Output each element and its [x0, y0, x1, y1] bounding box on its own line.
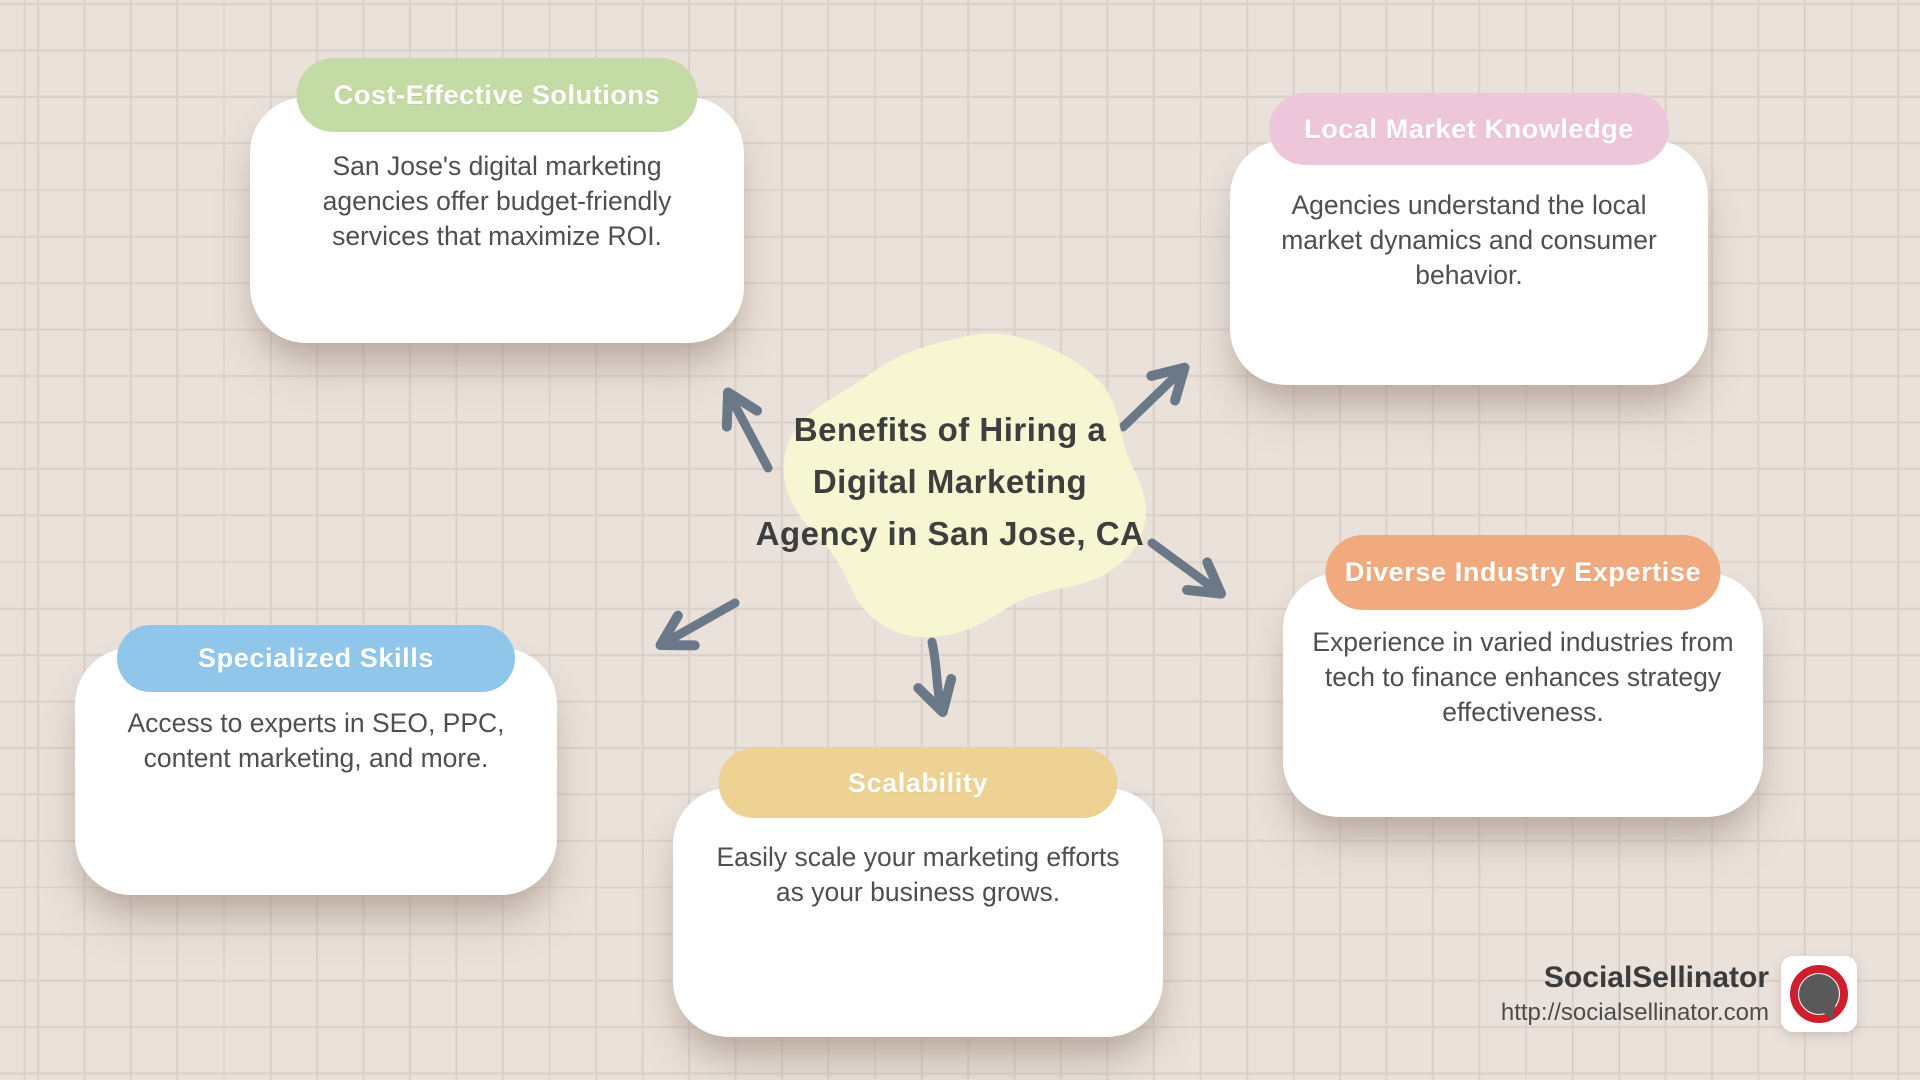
card-diverse-industry-expertise: Diverse Industry Expertise Experience in…	[1283, 535, 1763, 817]
card-description: Easily scale your marketing efforts as y…	[716, 842, 1120, 907]
brand-name: SocialSellinator	[1543, 961, 1769, 994]
speech-bubble-in-ring-icon	[1781, 956, 1857, 1032]
card-local-market-knowledge: Local Market Knowledge Agencies understa…	[1230, 93, 1708, 385]
arrow-to-scalability	[913, 637, 957, 718]
card-header-pill: Diverse Industry Expertise	[1325, 535, 1721, 610]
card-header-pill: Local Market Knowledge	[1269, 93, 1669, 165]
card-description: San Jose's digital marketing agencies of…	[322, 151, 672, 251]
card-title: Cost-Effective Solutions	[333, 79, 661, 110]
central-title-line: Agency in San Jose, CA	[755, 515, 1145, 552]
card-description: Access to experts in SEO, PPC, content m…	[127, 708, 505, 773]
card-scalability: Scalability Easily scale your marketing …	[673, 748, 1163, 1037]
brand-text: SocialSellinator http://socialsellinator…	[1501, 961, 1769, 1027]
card-description: Experience in varied industries from tec…	[1312, 627, 1734, 727]
card-header-pill: Cost-Effective Solutions	[296, 58, 698, 132]
logo-ring	[1790, 965, 1848, 1023]
card-specialized-skills: Specialized Skills Access to experts in …	[75, 625, 557, 895]
logo-bubble-tail	[1822, 1006, 1835, 1020]
branding-block: SocialSellinator http://socialsellinator…	[1501, 956, 1857, 1032]
brand-url: http://socialsellinator.com	[1500, 999, 1769, 1026]
card-title: Local Market Knowledge	[1304, 113, 1634, 144]
card-title: Diverse Industry Expertise	[1344, 557, 1702, 587]
card-header-pill: Scalability	[718, 748, 1118, 818]
blob-shape	[783, 333, 1146, 638]
central-title-line: Digital Marketing	[812, 463, 1088, 500]
card-description: Agencies understand the local market dyn…	[1281, 190, 1657, 290]
card-title: Scalability	[847, 767, 989, 798]
arrow-to-diverse-industry	[1147, 538, 1227, 599]
central-topic-node: Benefits of Hiring a Digital Marketing A…	[756, 332, 1154, 648]
card-cost-effective-solutions: Cost-Effective Solutions San Jose's digi…	[250, 58, 744, 343]
arrow-to-specialized-skills	[655, 598, 740, 651]
card-header-pill: Specialized Skills	[117, 625, 515, 692]
logo-bubble	[1799, 974, 1839, 1020]
central-title-line: Benefits of Hiring a	[793, 411, 1107, 448]
central-topic-title: Benefits of Hiring a Digital Marketing A…	[746, 332, 1154, 632]
card-title: Specialized Skills	[198, 643, 434, 673]
